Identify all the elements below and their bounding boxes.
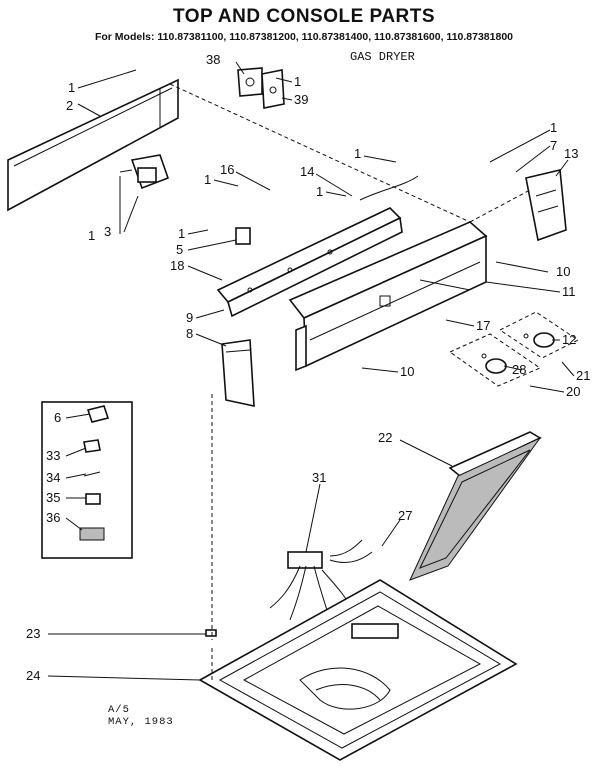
diagram-title: TOP AND CONSOLE PARTS — [172, 6, 436, 27]
callout-labels: 1 2 38 1 39 1 7 13 14 1 16 1 1 1 3 1 5 1… — [26, 52, 590, 683]
callout-21: 21 — [576, 368, 590, 383]
gas-dryer-label: GAS DRYER — [350, 50, 415, 64]
callout-33: 33 — [46, 448, 60, 463]
callout-27: 27 — [398, 508, 412, 523]
callout-1: 1 — [294, 74, 301, 89]
rear-panel-part-2 — [7, 78, 179, 212]
panel-part-22 — [409, 431, 542, 581]
callout-35: 35 — [46, 490, 60, 505]
callout-31: 31 — [312, 470, 326, 485]
callout-9: 9 — [186, 310, 193, 325]
leader-lines — [47, 61, 575, 681]
callout-6: 6 — [54, 410, 61, 425]
callout-1: 1 — [316, 184, 323, 199]
callout-3: 3 — [104, 224, 111, 239]
callout-1: 1 — [88, 228, 95, 243]
callout-39: 39 — [294, 92, 308, 107]
top-panel-part-24 — [198, 579, 518, 761]
callout-38: 38 — [206, 52, 220, 67]
callout-13: 13 — [564, 146, 578, 161]
callout-1: 1 — [68, 80, 75, 95]
knob-part-28 — [448, 333, 542, 387]
callout-10: 10 — [400, 364, 414, 379]
console-part-11 — [288, 221, 488, 372]
callout-28: 28 — [512, 362, 526, 377]
support-bracket-part-9 — [216, 207, 403, 318]
end-cap-part-13 — [525, 169, 567, 242]
callout-18: 18 — [170, 258, 184, 273]
callout-16: 16 — [220, 162, 234, 177]
bracket-part-8 — [221, 339, 255, 408]
callout-2: 2 — [66, 98, 73, 113]
inset-box-small-parts — [41, 401, 133, 559]
footer-date: MAY, 1983 — [108, 716, 174, 728]
callout-36: 36 — [46, 510, 60, 525]
callout-14: 14 — [300, 164, 314, 179]
callout-7: 7 — [550, 138, 557, 153]
bracket-part-39 — [261, 69, 285, 109]
callout-1: 1 — [178, 226, 185, 241]
callout-1: 1 — [204, 172, 211, 187]
callout-22: 22 — [378, 430, 392, 445]
wire-part-14 — [359, 175, 419, 201]
model-numbers: For Models: 110.87381100, 110.87381200, … — [94, 31, 514, 43]
bracket-part-38 — [237, 67, 263, 97]
callout-23: 23 — [26, 626, 40, 641]
callout-10: 10 — [556, 264, 570, 279]
callout-12: 12 — [562, 332, 576, 347]
switch-part-3 — [119, 154, 170, 190]
clip-part-23 — [205, 629, 217, 637]
callout-8: 8 — [186, 326, 193, 341]
callout-24: 24 — [26, 668, 40, 683]
clip-part-5 — [235, 227, 251, 245]
callout-1: 1 — [550, 120, 557, 135]
callout-1: 1 — [354, 146, 361, 161]
callout-17: 17 — [476, 318, 490, 333]
callout-11: 11 — [562, 284, 576, 299]
callout-20: 20 — [566, 384, 580, 399]
wire-harness-part-31 — [269, 539, 373, 621]
callout-5: 5 — [176, 242, 183, 257]
callout-34: 34 — [46, 470, 60, 485]
footer-code: A/5 — [108, 704, 130, 716]
